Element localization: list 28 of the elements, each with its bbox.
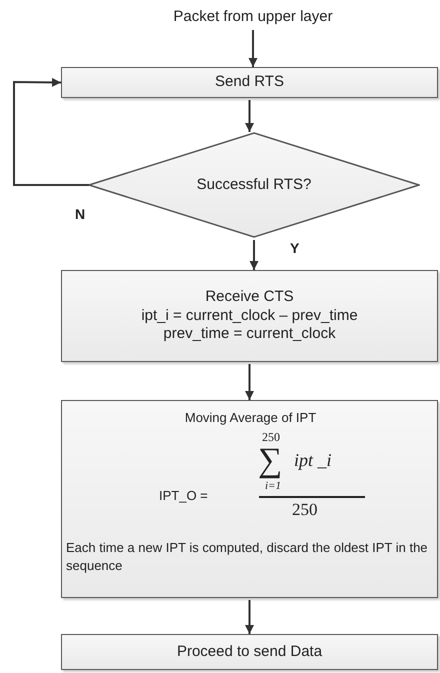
formula-text: ipt_i = current_clock – prev_time — [141, 306, 358, 326]
process-box — [61, 67, 438, 98]
formula-term: ipt _i — [294, 451, 332, 469]
formula-text: prev_time = current_clock — [163, 325, 336, 344]
arrow — [13, 78, 89, 186]
arrow — [248, 30, 258, 67]
formula-denominator: 250 — [292, 501, 318, 518]
note-text: Each time a new IPT is computed, discard the oldest IPT in the sequence — [66, 539, 429, 576]
box-heading: Moving Average of IPT — [184, 411, 318, 424]
formula-label: IPT_O = — [159, 489, 208, 502]
summation-sign: ∑ — [258, 444, 282, 478]
process-box — [61, 634, 438, 670]
process-box — [61, 270, 438, 362]
arrow — [245, 600, 254, 634]
process-box — [61, 400, 438, 598]
edge-label: Y — [290, 241, 300, 255]
arrow — [250, 240, 258, 270]
box-title: Send RTS — [215, 73, 284, 92]
arrow — [245, 364, 254, 400]
decision-diamond — [88, 132, 420, 238]
box-title: Proceed to send Data — [176, 642, 322, 662]
sum-lower-limit: i=1 — [265, 481, 281, 492]
arrow — [245, 100, 254, 132]
box-title: Successful RTS? — [196, 176, 312, 194]
sum-upper-limit: 250 — [262, 431, 280, 443]
input-label: Packet from upper layer — [173, 8, 333, 26]
edge-label: N — [75, 207, 86, 221]
box-title: Receive CTS — [205, 288, 294, 307]
